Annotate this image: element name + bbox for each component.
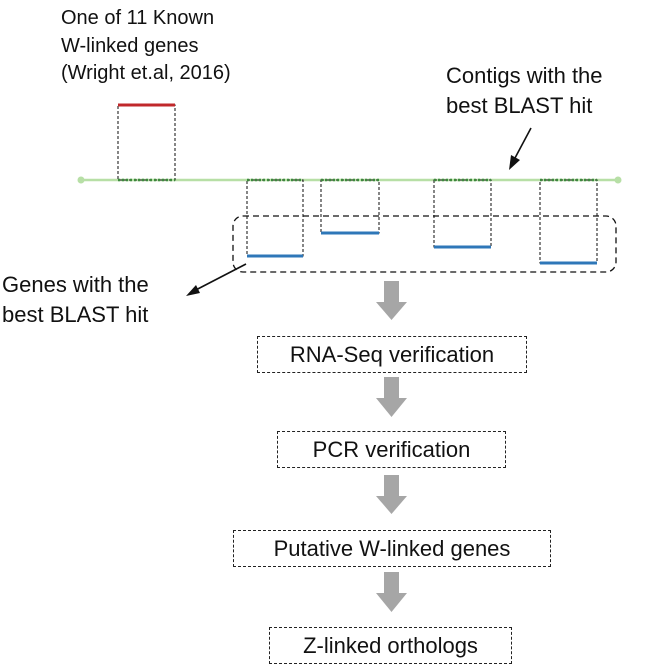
step-z-linked-orthologs: Z-linked orthologs [269,627,512,664]
hit-box-4 [539,179,598,264]
flow-arrow-2 [376,377,407,417]
step-putative-w-linked-genes: Putative W-linked genes [233,530,551,567]
genes-label-line-2: best BLAST hit [2,302,148,327]
contigs-label-line-2: best BLAST hit [446,93,592,118]
genes-pointer-line [189,263,247,294]
contigs-pointer-line [514,127,532,159]
step-pcr-verification: PCR verification [277,431,506,468]
flow-arrow-3 [376,475,407,514]
flow-arrow-4 [376,572,407,612]
contigs-label-line-1: Contigs with the [446,63,603,88]
hit-box-2 [320,179,380,234]
genes-label-line-1: Genes with the [2,272,149,297]
hit-box-1 [246,179,304,257]
flow-arrow-1 [376,281,407,320]
known-gene-label-line-1: One of 11 Known [61,7,214,29]
known-gene-box [117,104,176,181]
chromosome-right-end [614,176,622,184]
known-gene-label-line-3: (Wright et.al, 2016) [61,62,231,84]
gene-group-box [232,215,617,273]
known-gene-label-line-2: W-linked genes [61,35,198,57]
step-rna-seq-verification: RNA-Seq verification [257,336,527,373]
genes-pointer-arrowhead [186,285,200,296]
hit-box-3 [433,179,492,248]
contigs-pointer-arrowhead [509,155,520,170]
chromosome-left-end [77,176,85,184]
